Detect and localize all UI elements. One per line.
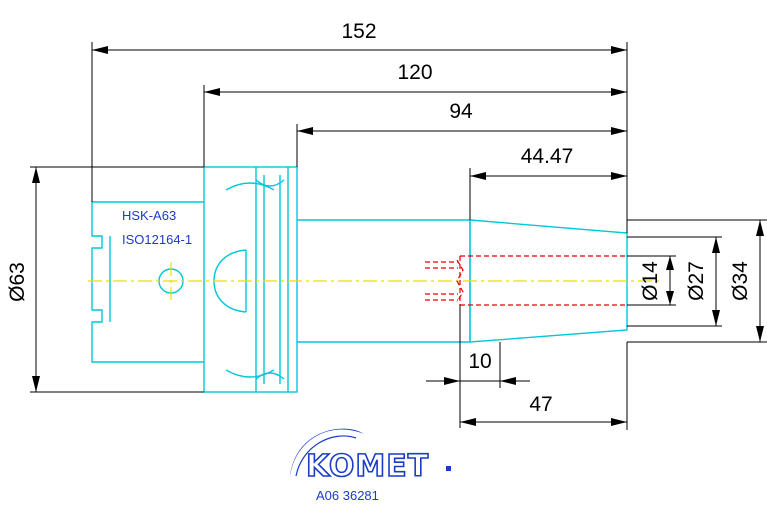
logo-swoosh-icon	[290, 428, 364, 478]
dim-10-label: 10	[468, 350, 491, 373]
dim-14-label: Ø14	[639, 261, 662, 301]
arrow-152-right	[611, 46, 627, 54]
arrow-14-top	[666, 256, 674, 270]
arrow-152-left	[92, 46, 108, 54]
logo-registered-mark	[446, 466, 451, 471]
bore-end-relief	[456, 259, 464, 303]
arrow-44-left	[470, 172, 486, 180]
groove-bottom	[255, 372, 285, 380]
arrow-94-left	[297, 127, 313, 135]
arrow-34-bottom	[756, 326, 764, 342]
dim-47-label: 47	[529, 393, 552, 416]
arrow-10-left	[444, 377, 460, 385]
arrow-47-left	[460, 418, 476, 426]
groove-top-2	[225, 182, 275, 191]
arrow-14-bottom	[666, 291, 674, 305]
arrow-27-bottom	[712, 310, 720, 326]
logo-brand-text: KOMET	[306, 449, 429, 484]
komet-logo: KOMET	[290, 428, 451, 485]
arrow-47-right	[611, 418, 627, 426]
groove-top	[255, 179, 285, 187]
arrow-120-right	[611, 88, 627, 96]
arrow-44-right	[611, 172, 627, 180]
arrow-10-right	[500, 377, 516, 385]
groove-bottom-2	[225, 369, 275, 378]
dim-152-label: 152	[341, 20, 376, 43]
standard-label: ISO12164-1	[122, 232, 192, 247]
tool-holder-outline	[91, 166, 628, 393]
dim-44-label: 44.47	[521, 145, 574, 168]
arrow-63-top	[32, 167, 40, 183]
arrow-27-top	[712, 237, 720, 253]
dimensions: 152 120 94 44.47 Ø63 Ø14	[6, 20, 767, 430]
dim-63-label: Ø63	[6, 262, 29, 302]
article-code: A06 36281	[316, 488, 379, 503]
flange	[203, 166, 298, 393]
dim-94-label: 94	[449, 100, 473, 123]
tool-bore-hidden	[425, 255, 627, 306]
interface-label: HSK-A63	[122, 208, 176, 223]
arrow-34-top	[756, 220, 764, 236]
arrow-94-right	[611, 127, 627, 135]
arrow-63-bottom	[32, 376, 40, 392]
hsk-shank	[91, 201, 204, 363]
logo-swoosh-line	[295, 435, 357, 477]
dim-120-label: 120	[397, 61, 432, 84]
dim-34-label: Ø34	[729, 261, 752, 301]
dim-27-label: Ø27	[685, 261, 708, 301]
arrow-120-left	[204, 88, 220, 96]
